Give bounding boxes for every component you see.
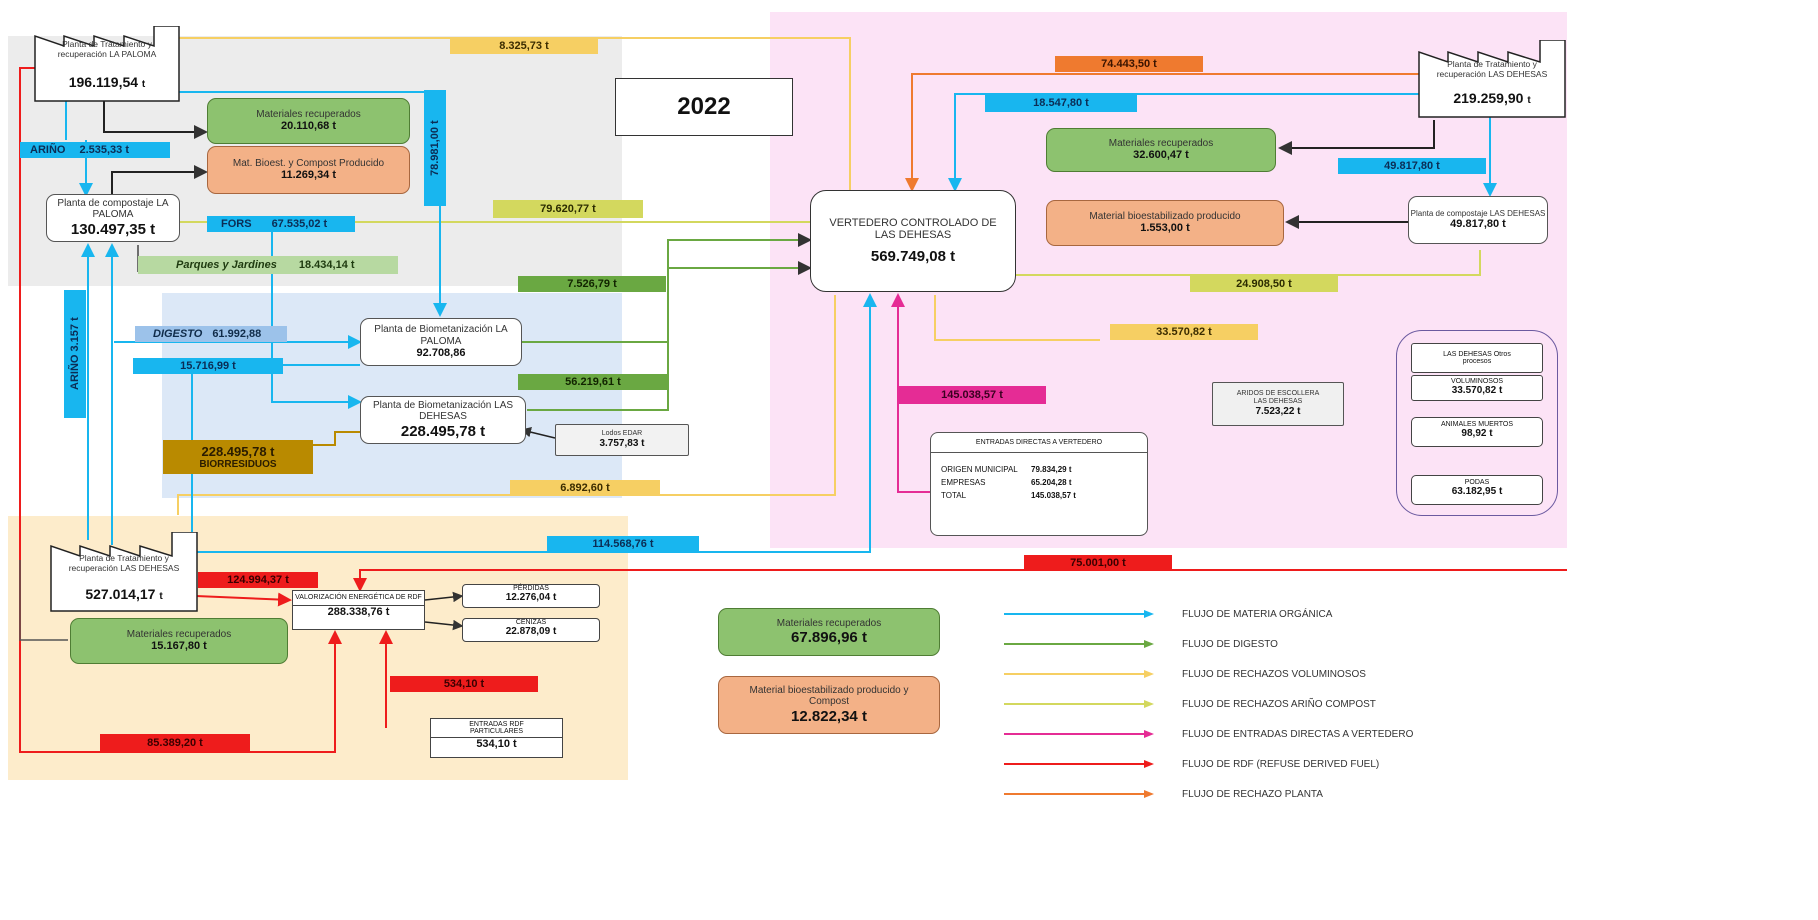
flow-tag: 85.389,20 t [100,734,250,752]
legend-item: FLUJO DE RECHAZOS ARIÑO COMPOST [1004,694,1376,714]
dehesas-process-item: VOLUMINOSOS 33.570,82 t [1411,375,1543,401]
factory-icon [1418,40,1566,118]
legend-item: FLUJO DE MATERIA ORGÁNICA [1004,604,1332,624]
arrow-icon [1004,670,1154,678]
legend-item: FLUJO DE RDF (REFUSE DERIVED FUEL) [1004,754,1379,774]
dehesas-materials-left-box: Materiales recuperados 15.167,80 t [70,618,288,664]
biomethanization-paloma-box: Planta de Biometanización LA PALOMA 92.7… [360,318,522,366]
total-materials-box: Materiales recuperados 67.896,96 t [718,608,940,656]
total-bioest-box: Material bioestabilizado producido y Com… [718,676,940,734]
flow-tag: 114.568,76 t [547,536,699,552]
aridos-box: ARIDOS DE ESCOLLERA LAS DEHESAS 7.523,22… [1212,382,1344,426]
arrow-icon [1004,700,1154,708]
plant-value: 196.119,54 t [68,74,146,90]
paloma-composting-box: Planta de compostaje LA PALOMA 130.497,3… [46,194,180,242]
flow-tag: 15.716,99 t [133,358,283,374]
flow-tag: 56.219,61 t [518,374,668,390]
dehesas-bioest-box: Material bioestabilizado producido 1.553… [1046,200,1284,246]
arrow-icon [1004,640,1154,648]
flow-tag: 7.526,79 t [518,276,666,292]
flow-tag: 78.981,00 t [424,90,446,206]
biomethanization-dehesas-box: Planta de Biometanización LAS DEHESAS 22… [360,396,526,444]
year-box: 2022 [615,78,793,136]
paloma-compost-box: Mat. Bioest. y Compost Producido 11.269,… [207,146,410,194]
flow-tag: 8.325,73 t [450,38,598,54]
direct-entries-box: ENTRADAS DIRECTAS A VERTEDERO ORIGEN MUN… [930,432,1148,536]
factory-icon [50,532,198,612]
landfill-box: VERTEDERO CONTROLADO DE LAS DEHESAS 569.… [810,190,1016,292]
rdf-plant-box: VALORIZACIÓN ENERGÉTICA DE RDF 288.338,7… [292,590,425,630]
flow-tag: 49.817,80 t [1338,158,1486,174]
legend-item: FLUJO DE RECHAZO PLANTA [1004,784,1323,804]
paloma-materials-box: Materiales recuperados 20.110,68 t [207,98,410,144]
arrow-icon [1004,610,1154,618]
arrow-icon [1004,730,1154,738]
plant-paloma-treatment: Planta de Tratamiento y recuperación LA … [34,26,180,102]
flow-tag: 33.570,82 t [1110,324,1258,340]
dehesas-process-item: PODAS 63.182,95 t [1411,475,1543,505]
rdf-output-2: CENIZAS 22.878,09 t [462,618,600,642]
arrow-icon [1004,760,1154,768]
rdf-particular-box: ENTRADAS RDF PARTICULARES 534,10 t [430,718,563,758]
flow-tag: 18.547,80 t [985,94,1137,112]
dehesas-processes-group: LAS DEHESAS Otros procesos VOLUMINOSOS 3… [1396,330,1558,516]
legend-item: FLUJO DE DIGESTO [1004,634,1278,654]
flow-tag: 534,10 t [390,676,538,692]
dehesas-composting-box: Planta de compostaje LAS DEHESAS 49.817,… [1408,196,1548,244]
legend-item: FLUJO DE ENTRADAS DIRECTAS A VERTEDERO [1004,724,1413,744]
flow-tag: 145.038,57 t [898,386,1046,404]
plant-label: Planta de Tratamiento y recuperación LA … [57,39,157,59]
plant-value: 219.259,90 t [1453,90,1531,106]
flow-tag: 24.908,50 t [1190,276,1338,292]
flow-tag: 75.001,00 t [1024,555,1172,571]
legend-item: FLUJO DE RECHAZOS VOLUMINOSOS [1004,664,1366,684]
flow-tag: 79.620,77 t [493,200,643,218]
direct-entries-title: ENTRADAS DIRECTAS A VERTEDERO [931,433,1147,453]
dehesas-processes-title: LAS DEHESAS Otros procesos [1411,343,1543,373]
factory-icon [34,26,180,102]
dehesas-materials-right-box: Materiales recuperados 32.600,47 t [1046,128,1276,172]
flow-tag: 6.892,60 t [510,480,660,496]
arrow-icon [1004,790,1154,798]
plant-dehesas-treatment-left: Planta de Tratamiento y recuperación LAS… [50,532,198,612]
year-label: 2022 [677,93,731,121]
lodos-box: Lodos EDAR 3.757,83 t [555,424,689,456]
plant-value: 527.014,17 t [85,586,163,602]
flow-tag: 124.994,37 t [198,572,318,588]
plant-label: Planta de Tratamiento y recuperación LAS… [1436,59,1548,79]
plant-label: Planta de Tratamiento y recuperación LAS… [68,553,180,573]
flow-tag: 74.443,50 t [1055,56,1203,72]
rdf-output-1: PÉRDIDAS 12.276,04 t [462,584,600,608]
plant-dehesas-treatment-right: Planta de Tratamiento y recuperación LAS… [1418,40,1566,118]
dehesas-process-item: ANIMALES MUERTOS 98,92 t [1411,417,1543,447]
flow-tag: ARIÑO 3.157 t [64,290,86,418]
